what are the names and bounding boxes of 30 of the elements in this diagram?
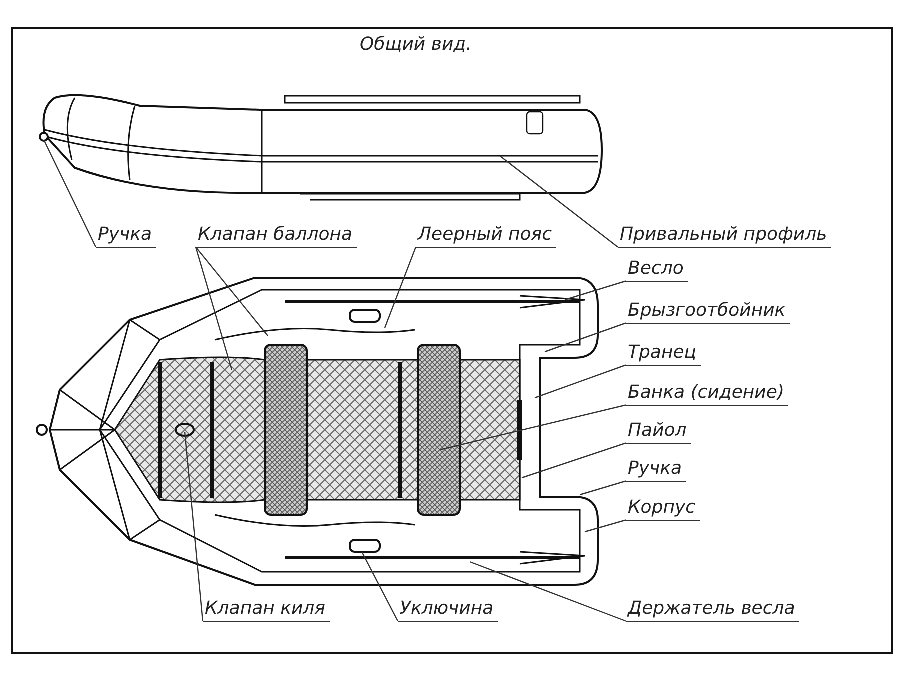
leader-line — [544, 322, 626, 353]
part-label: Ручка — [626, 458, 686, 482]
leader-line — [184, 432, 204, 622]
part-label: Банка (сидение) — [626, 382, 788, 406]
part-label: Весло — [626, 258, 688, 282]
leader-line — [522, 442, 626, 479]
leader-line — [470, 561, 626, 622]
part-label: Леерный пояс — [416, 224, 556, 248]
leader-line — [580, 480, 626, 496]
part-label: Клапан баллона — [196, 224, 357, 248]
leader-line — [196, 246, 268, 336]
part-label: Ручка — [96, 224, 156, 248]
leader-line — [195, 247, 233, 370]
part-label: Пайол — [626, 420, 691, 444]
leader-line — [534, 364, 626, 399]
part-label: Клапан киля — [203, 598, 330, 622]
leader-line — [440, 404, 626, 451]
part-label: Корпус — [626, 497, 700, 521]
leader-line — [43, 140, 97, 248]
part-label: Привальный профиль — [618, 224, 832, 248]
part-label: Держатель весла — [626, 598, 800, 622]
drawing-title: Общий вид. — [360, 34, 472, 55]
part-label: Транец — [626, 342, 701, 366]
leader-line — [564, 280, 626, 301]
part-label: Брызгоотбойник — [626, 300, 790, 324]
part-label: Уключина — [398, 598, 498, 622]
leader-line — [384, 247, 417, 328]
leader-line — [584, 520, 626, 533]
leader-line — [361, 552, 399, 622]
leader-line — [500, 156, 618, 248]
